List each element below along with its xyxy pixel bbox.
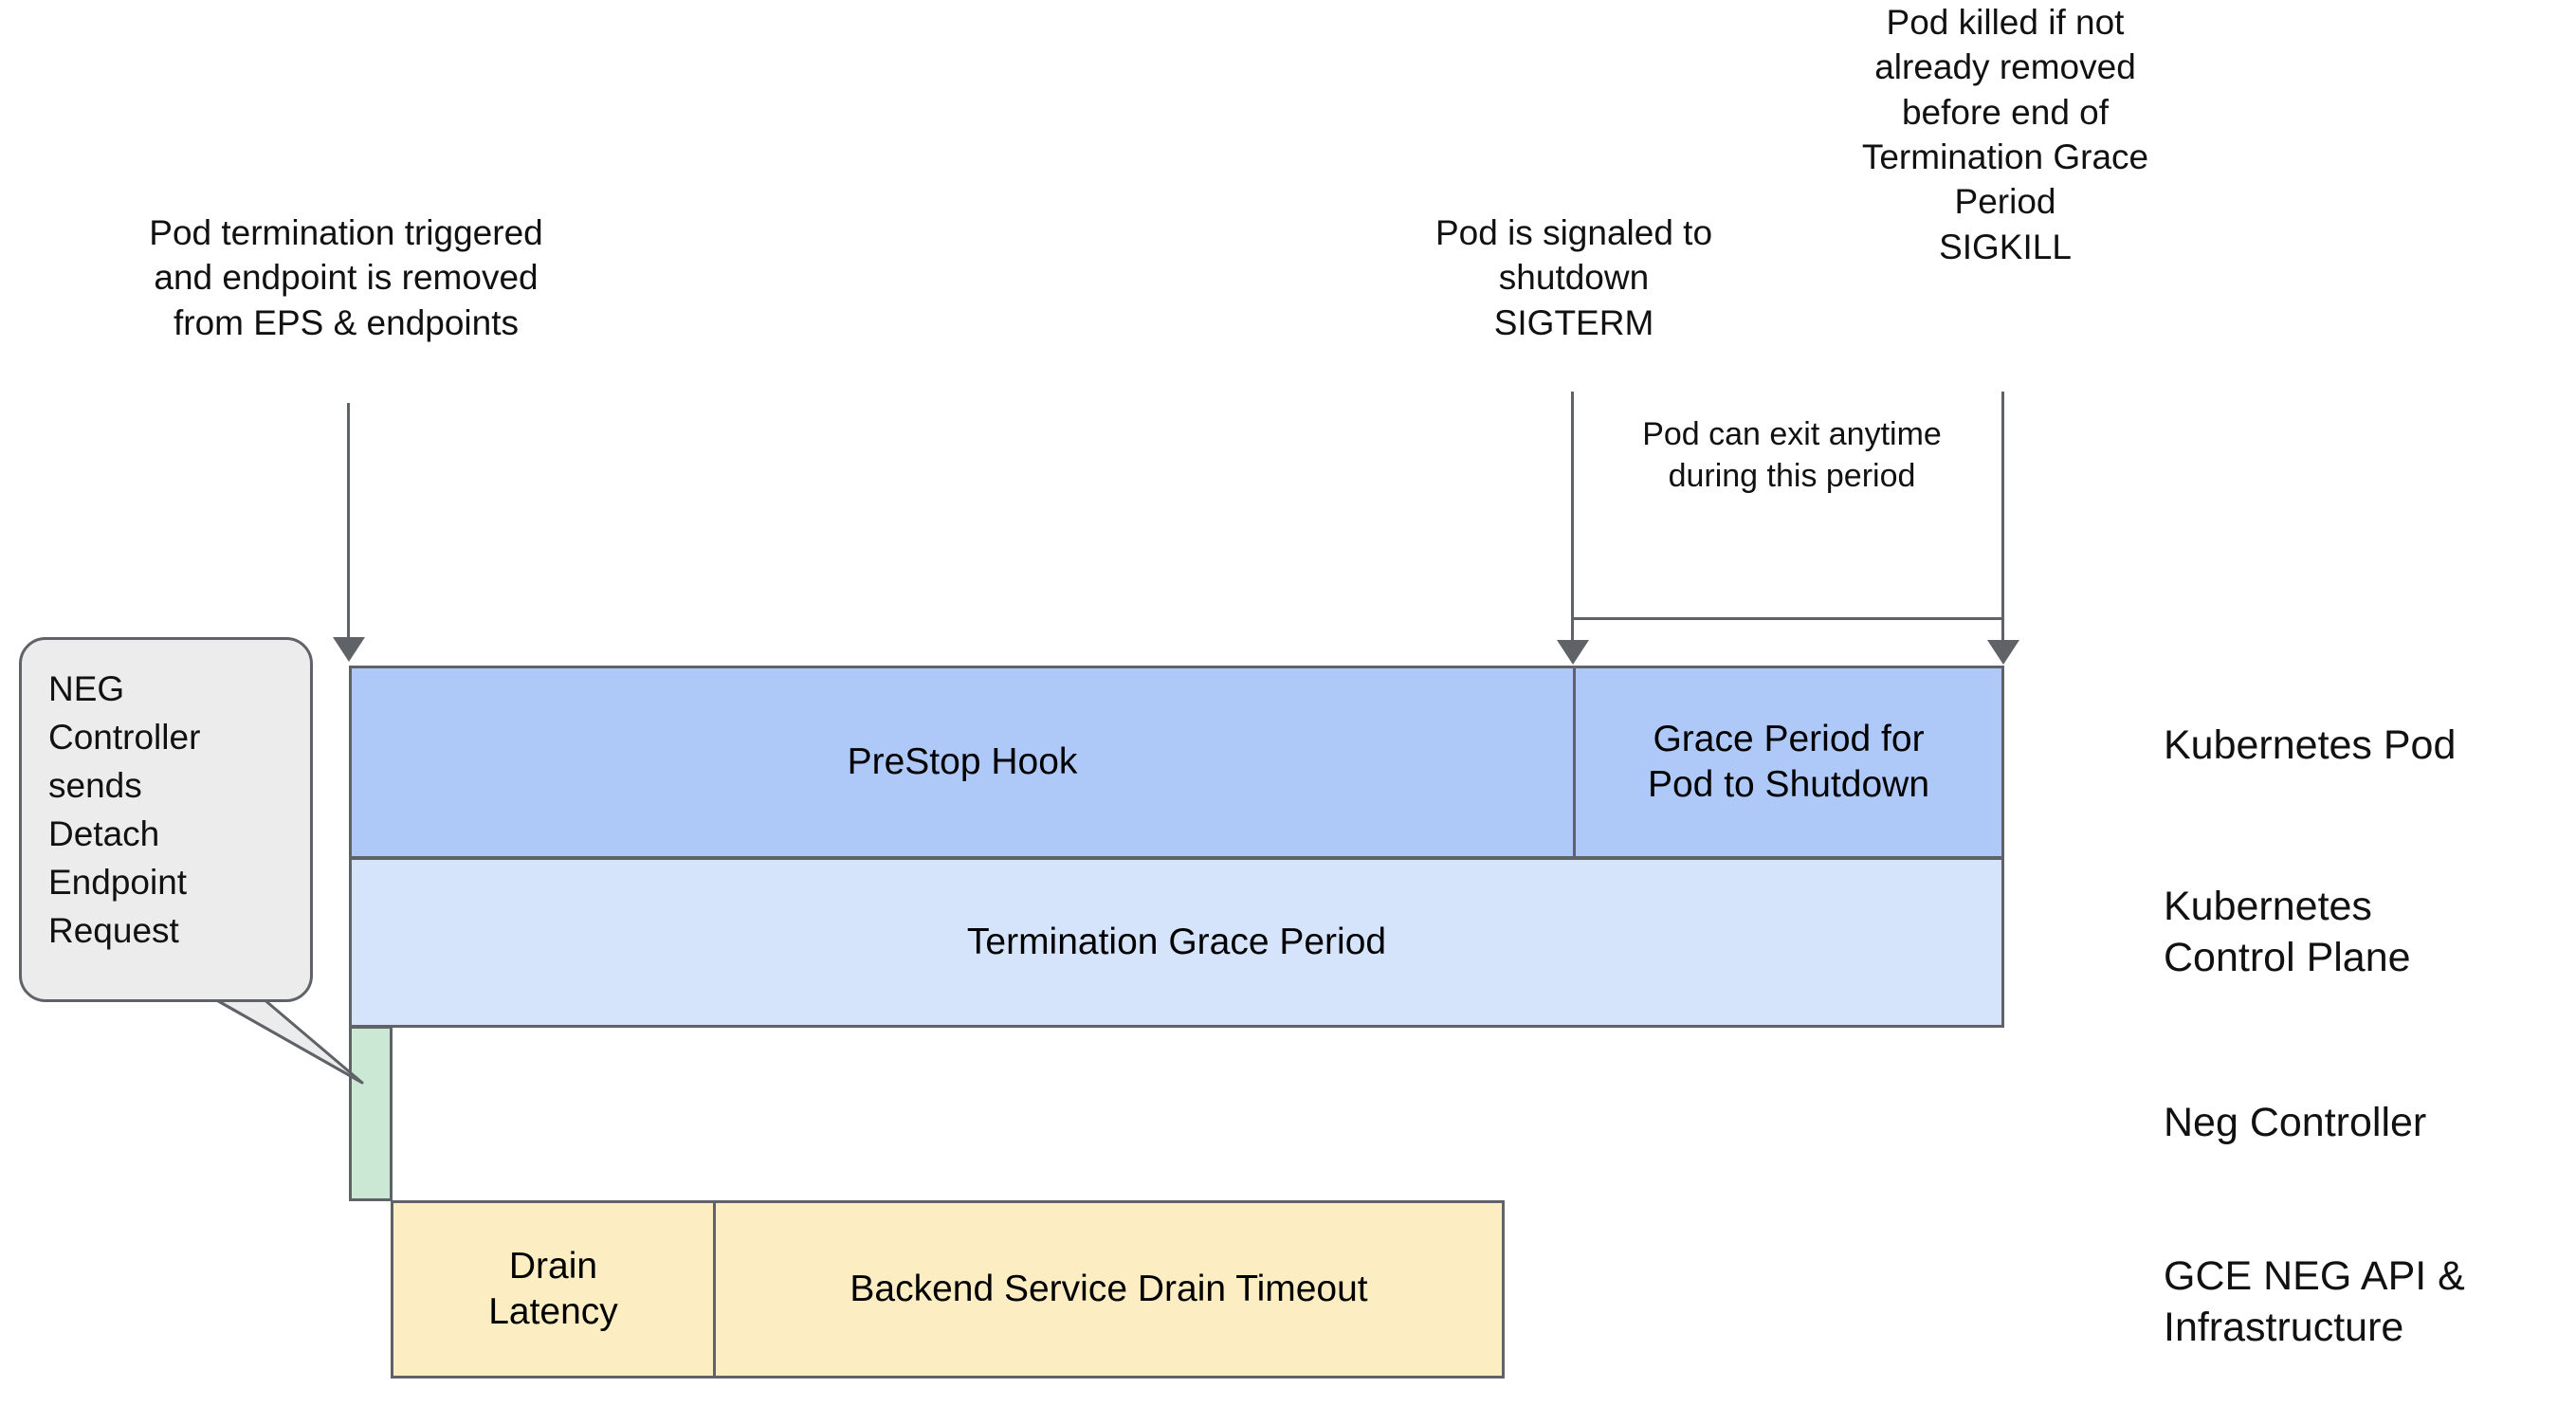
arrow-line-pod-termination bbox=[347, 403, 350, 640]
lane-label-neg-controller: Neg Controller bbox=[2164, 1100, 2427, 1145]
bar-grace-period-pod-shutdown: Grace Period for Pod to Shutdown bbox=[1573, 666, 2004, 859]
arrow-head-sigterm bbox=[1557, 640, 1589, 665]
bar-backend-service-drain-timeout: Backend Service Drain Timeout bbox=[713, 1200, 1505, 1379]
annotation-pod-termination-triggered: Pod termination triggered and endpoint i… bbox=[149, 213, 543, 342]
bracket-pod-exit-window bbox=[1573, 617, 2003, 620]
bar-prestop-hook-label: PreStop Hook bbox=[847, 741, 1078, 783]
arrow-head-sigkill bbox=[1987, 640, 2019, 665]
arrow-line-sigterm bbox=[1571, 392, 1574, 643]
bar-drain-latency-label: Drain Latency bbox=[488, 1246, 618, 1332]
annotation-pod-signaled-shutdown: Pod is signaled to shutdown SIGTERM bbox=[1434, 213, 1713, 342]
neg-controller-callout: NEG Controller sends Detach Endpoint Req… bbox=[9, 637, 408, 1206]
arrow-line-sigkill bbox=[2001, 392, 2004, 643]
arrow-head-pod-termination bbox=[333, 637, 365, 662]
lane-label-kubernetes-control-plane: Kubernetes Control Plane bbox=[2164, 884, 2411, 980]
bar-drain-latency: Drain Latency bbox=[391, 1200, 716, 1379]
bar-prestop-hook: PreStop Hook bbox=[349, 666, 1576, 859]
lane-label-kubernetes-pod: Kubernetes Pod bbox=[2164, 722, 2457, 768]
bar-termination-grace-period: Termination Grace Period bbox=[349, 857, 2004, 1028]
annotation-pod-can-exit-anytime: Pod can exit anytime during this period bbox=[1642, 416, 1942, 494]
annotation-pod-killed-sigkill: Pod killed if not already removed before… bbox=[1861, 3, 2149, 266]
bar-termination-grace-period-label: Termination Grace Period bbox=[966, 922, 1387, 963]
neg-controller-callout-text: NEG Controller sends Detach Endpoint Req… bbox=[19, 637, 313, 1002]
bar-grace-period-label: Grace Period for Pod to Shutdown bbox=[1647, 719, 1930, 805]
bar-backend-service-drain-timeout-label: Backend Service Drain Timeout bbox=[850, 1269, 1368, 1310]
lane-label-gce-neg-api-infrastructure: GCE NEG API & Infrastructure bbox=[2164, 1253, 2465, 1350]
